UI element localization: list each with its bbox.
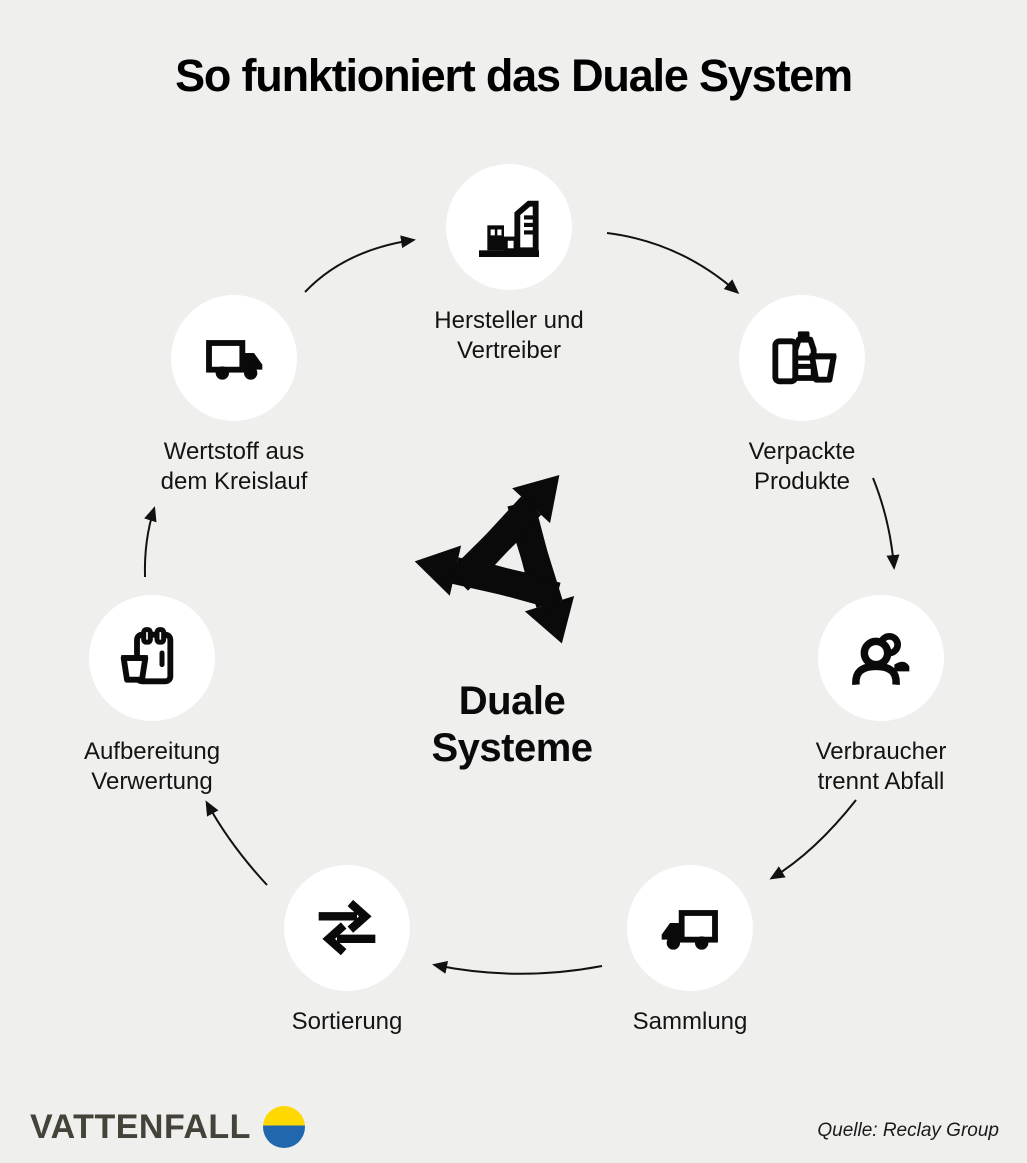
node-label: Aufbereitung Verwertung [83, 738, 221, 795]
recycling-arrows-icon [406, 452, 618, 668]
packaged-goods-icon [772, 331, 837, 385]
node-circle [818, 595, 944, 721]
node-verpackte-produkte: Verpackte Produkte [672, 295, 932, 497]
node-label: Sortierung [291, 1008, 403, 1035]
node-sammlung: Sammlung [560, 865, 820, 1037]
people-icon [852, 633, 910, 686]
node-wertstoff: Wertstoff aus dem Kreislauf [104, 295, 364, 497]
truck-left-icon [661, 910, 718, 950]
source-credit: Quelle: Reclay Group [817, 1120, 999, 1141]
node-hersteller: Hersteller und Vertreiber [379, 164, 639, 366]
node-circle [446, 164, 572, 290]
node-label: Hersteller und Vertreiber [434, 307, 584, 364]
node-circle [627, 865, 753, 991]
node-circle [284, 865, 410, 991]
truck-right-icon [206, 340, 263, 380]
bag-and-cup-icon [120, 627, 174, 685]
node-circle [171, 295, 297, 421]
arrow-aufbereitung-to-wertstoff [143, 506, 157, 578]
vattenfall-logo: VATTENFALL [30, 1106, 305, 1148]
center-title: Duale Systeme [431, 679, 593, 771]
buildings-icon [479, 200, 539, 257]
page-title: So funktioniert das Duale System [175, 50, 853, 101]
node-sortierung: Sortierung [217, 865, 477, 1037]
vattenfall-logo-mark [262, 1106, 305, 1148]
node-circle [739, 295, 865, 421]
center-block: Duale Systeme [352, 452, 672, 772]
node-label: Verbraucher trennt Abfall [815, 738, 947, 795]
node-label: Wertstoff aus dem Kreislauf [160, 438, 308, 495]
node-label: Sammlung [632, 1008, 748, 1035]
node-circle [89, 595, 215, 721]
node-verbraucher: Verbraucher trennt Abfall [751, 595, 1011, 797]
node-aufbereitung: Aufbereitung Verwertung [22, 595, 282, 797]
swap-arrows-icon [318, 899, 376, 956]
vattenfall-wordmark: VATTENFALL [30, 1107, 251, 1146]
node-label: Verpackte Produkte [748, 438, 856, 495]
